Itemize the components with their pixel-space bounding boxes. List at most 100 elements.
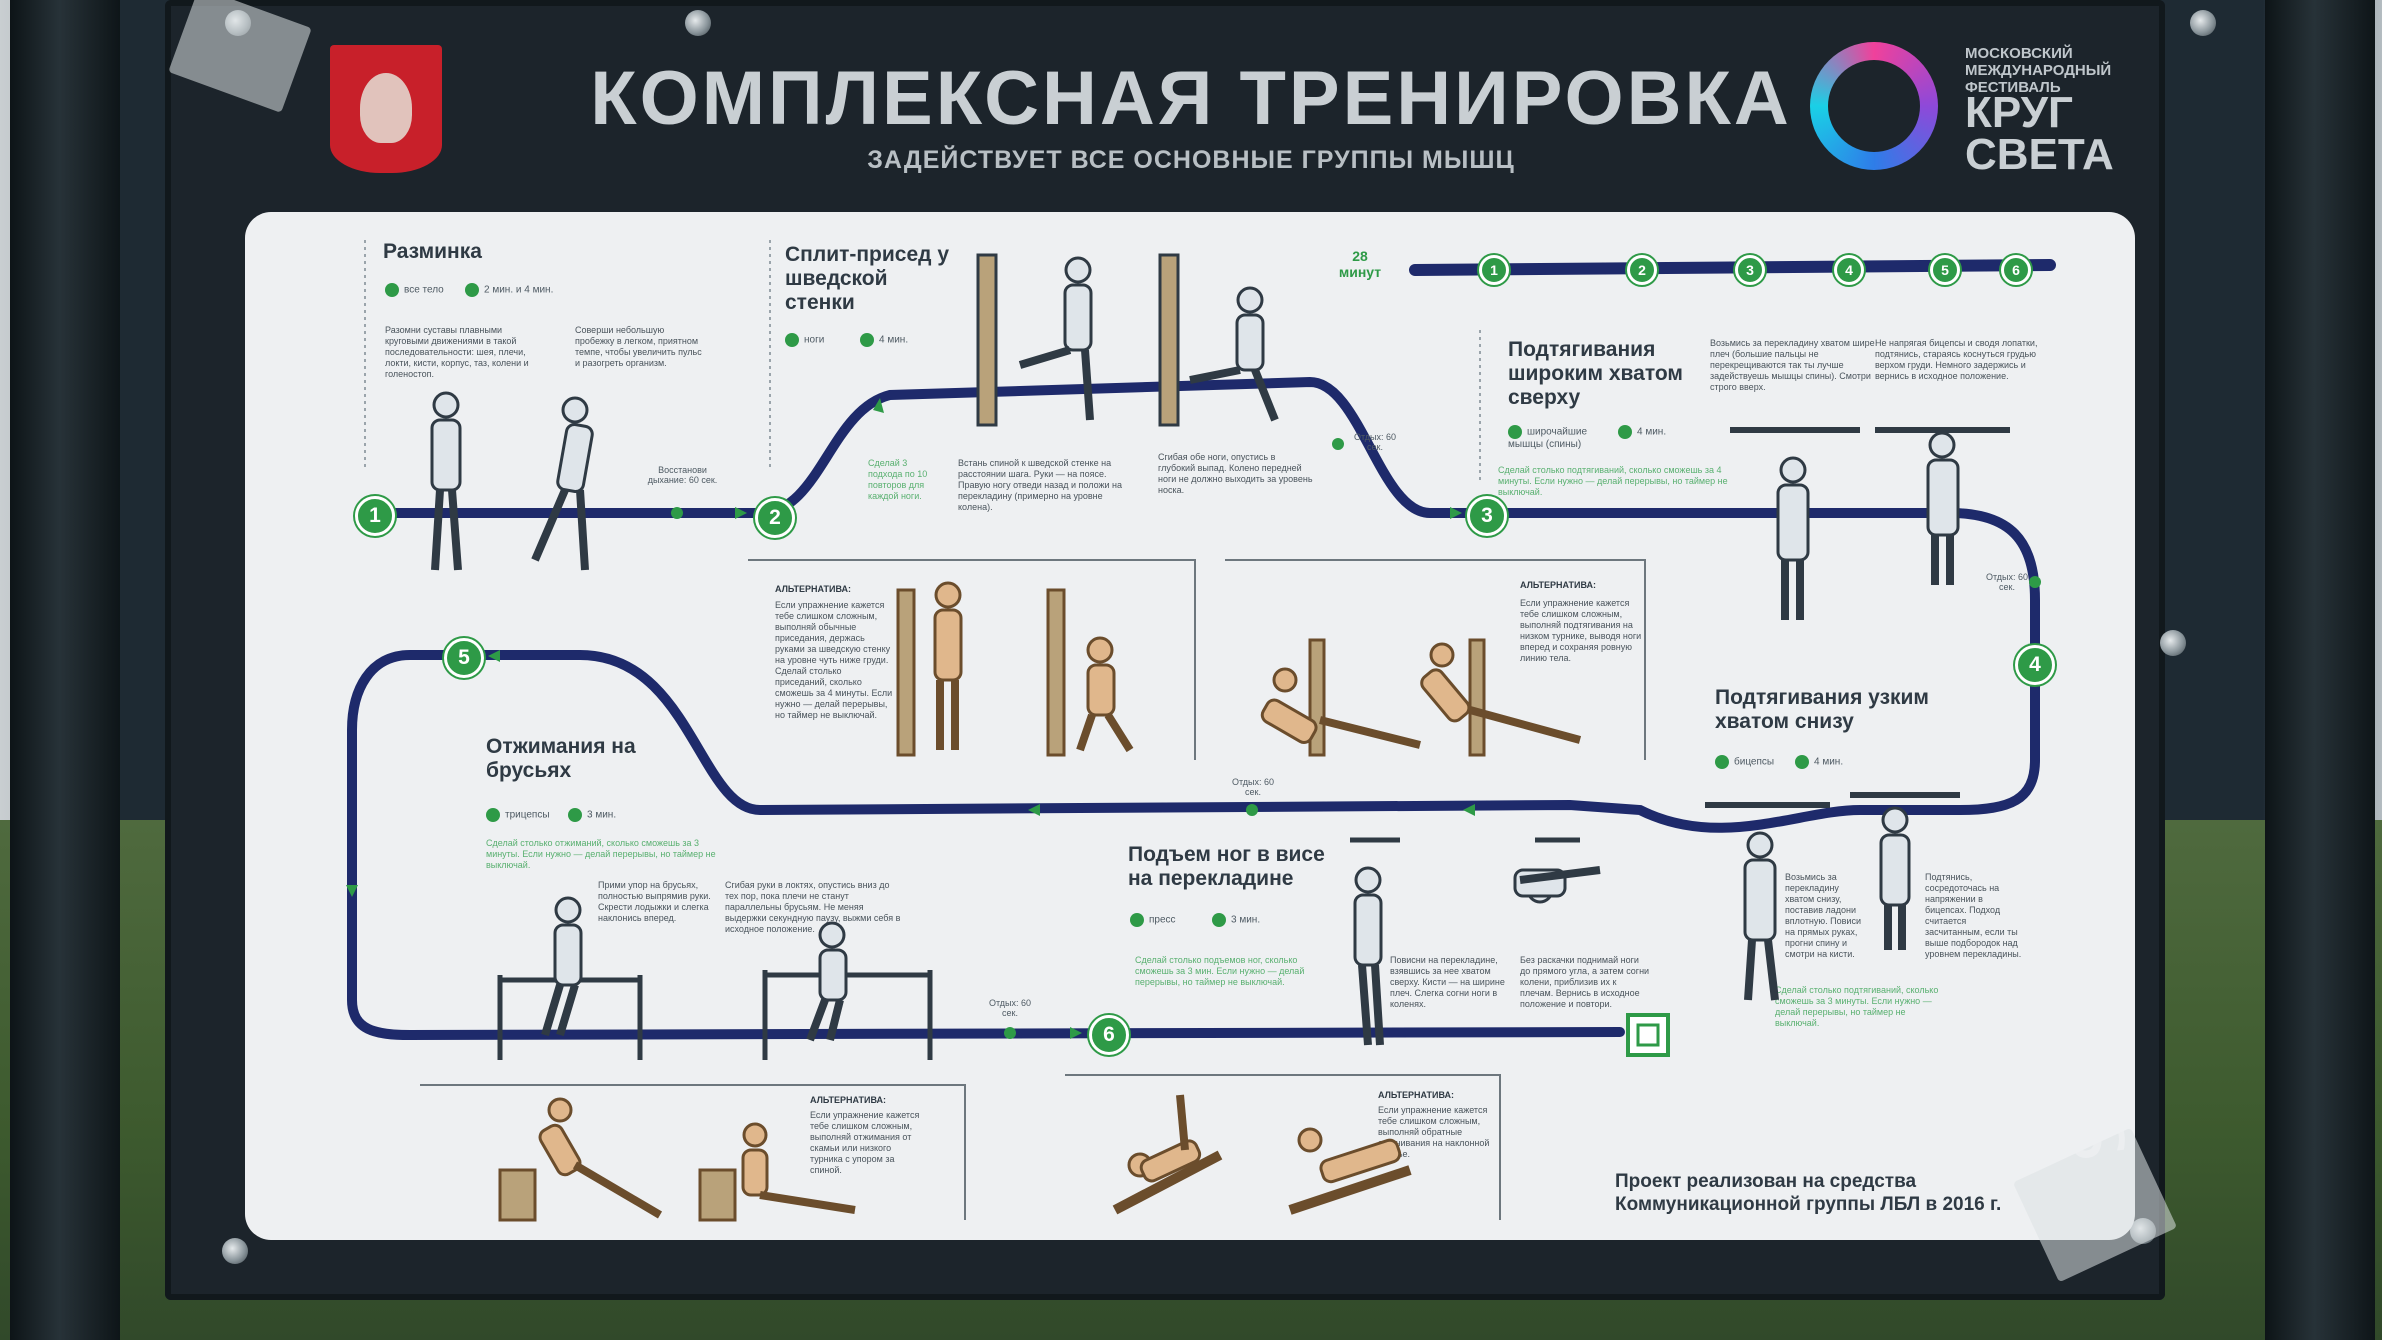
muscle-icon: [1130, 913, 1144, 927]
person-icon: [806, 921, 848, 1042]
alternative-heading: АЛЬТЕРНАТИВА:: [1378, 1090, 1455, 1100]
timeline-step: 1: [1479, 255, 1509, 285]
exercise-text: Возьмись за перекладину хватом шире плеч…: [1710, 338, 1875, 392]
rider-icon: [360, 73, 412, 143]
timeline-step: 5: [1930, 255, 1960, 285]
muscle-icon: [486, 808, 500, 822]
exercise-muscles: пресс: [1130, 913, 1205, 927]
exercise-muscles: широчайшие мышцы (спины): [1508, 425, 1588, 450]
exercise-title: Подъем ног в висе на перекладине: [1128, 843, 1325, 890]
rest-dot: [671, 507, 683, 519]
exercise-text: Не напрягая бицепсы и сводя лопатки, под…: [1875, 338, 2038, 381]
exercise-title: Разминка: [383, 240, 482, 263]
arrow-icon: [735, 507, 747, 519]
exercise-title: Подтягивания узким хватом снизу: [1715, 686, 1929, 733]
route-step: 5: [444, 638, 484, 678]
rest-dot: [1332, 438, 1344, 450]
alt-box-dips: [420, 1084, 966, 1220]
exercise-muscles: трицепсы: [486, 808, 566, 822]
exercise-note: Сделай 3 подхода по 10 повторов для кажд…: [868, 458, 928, 501]
clock-icon: [860, 333, 874, 347]
arrow-icon: [1463, 804, 1475, 816]
timeline-step: 6: [2001, 255, 2031, 285]
rest-label: Отдых: 60 сек.: [1231, 777, 1275, 797]
person-icon: [1189, 286, 1279, 422]
exercise-duration: 4 мин.: [860, 333, 950, 347]
incline-bench-icon: [1288, 1165, 1412, 1215]
rest-dot: [1004, 1027, 1016, 1039]
alternative-text: Если упражнение кажется тебе слишком сло…: [810, 1110, 920, 1175]
page-subtitle: ЗАДЕЙСТВУЕТ ВСЕ ОСНОВНЫЕ ГРУППЫ МЫШЦ: [867, 146, 1515, 174]
person-icon: [1879, 806, 1911, 950]
alternative-text: Если упражнение кажется тебе слишком сло…: [1520, 598, 1642, 663]
bench-icon: [498, 1168, 537, 1222]
page-title: КОМПЛЕКСНАЯ ТРЕНИРОВКА: [590, 56, 1792, 141]
wall-bars-icon: [896, 588, 916, 757]
clock-icon: [1212, 913, 1226, 927]
pullup-bar-icon: [1705, 792, 1960, 808]
exercise-text: Возьмись за перекладину хватом снизу, по…: [1785, 872, 1861, 959]
exercise-muscles: бицепсы: [1715, 755, 1795, 769]
rest-dot: [2029, 576, 2041, 588]
finish-marker-inner: [1636, 1023, 1660, 1047]
arrow-icon: [1070, 1027, 1082, 1039]
route-bottom: [347, 650, 2040, 1041]
exercise-note: Сделай столько подъемов ног, сколько смо…: [1135, 955, 1305, 987]
person-alt-icon: [538, 1097, 663, 1219]
timeline-step: 4: [1834, 255, 1864, 285]
route-step: 4: [2015, 645, 2055, 685]
clock-icon: [568, 808, 582, 822]
low-bar-icon: [1468, 638, 1486, 757]
exercise-text: Сгибая обе ноги, опустись в глубокий вып…: [1158, 452, 1313, 495]
exercise-title: Отжимания на брусьях: [486, 735, 636, 782]
bolt: [685, 10, 711, 36]
exercise-duration: 4 мин.: [1795, 755, 1875, 769]
exercise-text: Сгибая руки в локтях, опустись вниз до т…: [725, 880, 901, 934]
route-top: [390, 376, 2040, 665]
moscow-emblem: [330, 45, 442, 173]
right-post: [2265, 0, 2375, 1340]
footer-credit: Проект реализован на средства Коммуникац…: [1615, 1171, 2002, 1215]
person-alt-icon: [1076, 636, 1134, 753]
person-icon: [541, 896, 583, 1037]
person-icon: [1776, 456, 1810, 620]
arrow-icon: [346, 885, 358, 897]
bolt: [2190, 10, 2216, 36]
exercise-text: Соверши небольшую пробежку в легком, при…: [575, 325, 702, 368]
alt-box-pullup: [1225, 559, 1646, 760]
person-alt-icon: [1420, 642, 1582, 744]
alternative-heading: АЛЬТЕРНАТИВА:: [775, 584, 852, 594]
alternative-heading: АЛЬТЕРНАТИВА:: [810, 1095, 887, 1105]
person-icon: [1926, 431, 1960, 585]
person-alt-icon: [1297, 1127, 1402, 1184]
muscle-icon: [785, 333, 799, 347]
runner-icon: [531, 396, 594, 571]
clock-icon: [1618, 425, 1632, 439]
muscle-icon: [1508, 425, 1522, 439]
exercise-text: Без раскачки поднимай ноги до прямого уг…: [1520, 955, 1650, 1009]
exercise-title: Сплит-присед у шведской стенки: [785, 243, 950, 314]
alt-box-squat: [748, 559, 1196, 760]
recover-label: Восстанови дыхание: 60 сек.: [647, 465, 718, 485]
rest-dot: [1246, 804, 1258, 816]
total-minutes: 28 минут: [1338, 248, 1382, 280]
muscle-icon: [385, 283, 399, 297]
rest-label: Отдых: 60 сек.: [1985, 572, 2029, 592]
exercise-text: Повисни на перекладине, взявшись за нее …: [1390, 955, 1505, 1009]
person-alt-icon: [1260, 667, 1421, 749]
person-alt-icon: [933, 581, 963, 750]
wall-bars-icon: [976, 253, 998, 427]
exercise-text: Встань спиной к шведской стенке на расст…: [958, 458, 1123, 512]
exercise-muscles: все тело: [385, 283, 480, 297]
person-icon: [1353, 866, 1384, 1046]
arrow-icon: [488, 650, 500, 662]
exercise-note: Сделай столько подтягиваний, сколько смо…: [1498, 465, 1728, 497]
festival-ring-icon: [1810, 42, 1938, 170]
festival-logo-small: МОСКОВСКИЙ МЕЖДУНАРОДНЫЙ ФЕСТИВАЛЬ: [1965, 45, 2112, 96]
exercise-text: Подтянись, сосредоточась на напряжении в…: [1925, 872, 2022, 959]
person-icon: [1018, 256, 1094, 421]
person-icon: [1743, 831, 1779, 1001]
festival-logo-big: КРУГ СВЕТА: [1965, 88, 2114, 179]
person-icon: [1513, 866, 1601, 904]
exercise-muscles: ноги: [785, 333, 855, 347]
